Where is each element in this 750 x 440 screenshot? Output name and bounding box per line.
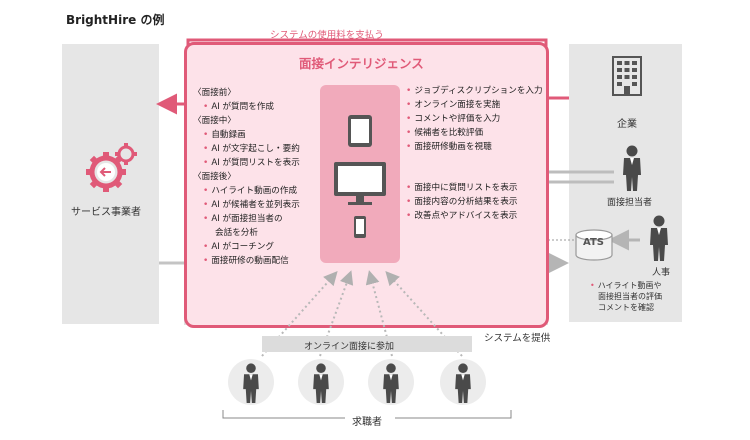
bullet-icon: •: [203, 144, 209, 154]
provide-label: システムを提供: [484, 333, 551, 344]
pay-label: システムの使用料を支払う: [270, 30, 384, 41]
left-list-row: 〈面接後〉: [193, 170, 300, 184]
device-icons: [334, 115, 386, 238]
left-list-row: •ハイライト動画の作成: [193, 184, 300, 198]
tablet-icon: [348, 115, 372, 147]
feature-text: AI が面接担当者の: [211, 214, 283, 224]
hr-note-line-2: 面接担当者の評価: [598, 292, 662, 301]
feature-text: AI が文字起こし・要約: [211, 144, 300, 154]
feature-text: コメントや評価を入力: [414, 114, 501, 124]
hr-note-line-1: ハイライト動画や: [597, 281, 662, 290]
hr-person-icon: [650, 215, 668, 261]
phone-icon: [354, 216, 366, 238]
gears-icon: [86, 143, 137, 192]
feature-text: オンライン面接を実施: [414, 100, 501, 110]
interviewer-label: 面接担当者: [607, 198, 653, 208]
right-list-row: •面接中に質問リストを表示: [406, 181, 517, 195]
phase-heading: 〈面接中〉: [193, 116, 236, 126]
ats-database-icon: [575, 229, 613, 261]
bullet-icon: •: [203, 130, 209, 140]
candidate-person-icon-1: [243, 363, 259, 403]
feature-text: 候補者を比較評価: [414, 128, 484, 138]
bullet-icon: •: [406, 128, 412, 138]
hr-note: •ハイライト動画や 面接担当者の評価 コメントを確認: [590, 281, 662, 312]
bullet-icon: •: [203, 186, 209, 196]
feature-text: 面接中に質問リストを表示: [414, 183, 518, 193]
bullet-icon: •: [203, 242, 209, 252]
feature-text: AI が質問リストを表示: [211, 158, 300, 168]
building-icon: [612, 56, 642, 96]
bullet-icon: •: [406, 142, 412, 152]
feature-text: AI が質問を作成: [211, 102, 275, 112]
feature-text: 改善点やアドバイスを表示: [414, 211, 518, 221]
bullet-icon: •: [203, 102, 209, 112]
left-list-row: •AI が面接担当者の: [193, 212, 300, 226]
candidate-person-icon-4: [455, 363, 471, 403]
right-list-row: •面接研修動画を視聴: [406, 140, 543, 154]
right-list-row: •候補者を比較評価: [406, 126, 543, 140]
right-list-row: •コメントや評価を入力: [406, 112, 543, 126]
left-list-row: •AI が質問リストを表示: [193, 156, 300, 170]
bullet-icon: •: [203, 158, 209, 168]
left-list-row: •AI が候補者を並列表示: [193, 198, 300, 212]
hr-note-line-3: コメントを確認: [598, 303, 654, 312]
phase-heading: 〈面接後〉: [193, 172, 236, 182]
company-label: 企業: [617, 119, 637, 130]
bullet-icon: •: [406, 197, 412, 207]
monitor-icon: [334, 162, 386, 205]
bullet-icon: •: [203, 200, 209, 210]
feature-text: ハイライト動画の作成: [211, 186, 298, 196]
online-interview-bar: [262, 336, 472, 352]
right-feature-list-top: •ジョブディスクリプションを入力•オンライン面接を実施•コメントや評価を入力•候…: [406, 84, 543, 154]
left-list-row: 〈面接中〉: [193, 114, 300, 128]
feature-text: 面接研修動画を視聴: [414, 142, 492, 152]
feature-text: ジョブディスクリプションを入力: [414, 86, 543, 96]
bullet-icon: •: [406, 183, 412, 193]
candidates-label: 求職者: [352, 417, 382, 428]
feature-text: 会話を分析: [215, 228, 258, 238]
bullet-icon: •: [406, 100, 412, 110]
left-list-row: 〈面接前〉: [193, 86, 300, 100]
left-list-row: •AI がコーチング: [193, 240, 300, 254]
feature-text: AI が候補者を並列表示: [211, 200, 300, 210]
left-list-row: •AI が質問を作成: [193, 100, 300, 114]
system-title: 面接インテリジェンス: [299, 56, 424, 71]
feature-text: 面接内容の分析結果を表示: [414, 197, 518, 207]
bullet-icon: •: [203, 256, 209, 266]
bullet-icon: •: [203, 214, 209, 224]
candidate-person-icon-3: [383, 363, 399, 403]
page-title: BrightHire の例: [66, 13, 165, 27]
right-feature-list-bottom: •面接中に質問リストを表示•面接内容の分析結果を表示•改善点やアドバイスを表示: [406, 181, 517, 223]
bullet-icon: •: [406, 114, 412, 124]
right-list-row: •改善点やアドバイスを表示: [406, 209, 517, 223]
ats-label: ATS: [583, 237, 604, 248]
hr-label: 人事: [652, 268, 671, 278]
candidates-label-bg: [345, 412, 395, 426]
feature-text: AI がコーチング: [211, 242, 275, 252]
feature-text: 自動録画: [211, 130, 246, 140]
left-list-row: •面接研修の動画配信: [193, 254, 300, 268]
right-list-row: •ジョブディスクリプションを入力: [406, 84, 543, 98]
bullet-icon: •: [406, 211, 412, 221]
interviewer-person-icon: [623, 145, 641, 191]
provider-label: サービス事業者: [71, 207, 141, 218]
left-list-row: •自動録画: [193, 128, 300, 142]
feature-text: 面接研修の動画配信: [211, 256, 289, 266]
right-list-row: •面接内容の分析結果を表示: [406, 195, 517, 209]
bullet-icon: •: [406, 86, 412, 96]
right-list-row: •オンライン面接を実施: [406, 98, 543, 112]
left-feature-list: 〈面接前〉•AI が質問を作成〈面接中〉•自動録画•AI が文字起こし・要約•A…: [193, 86, 300, 268]
phase-heading: 〈面接前〉: [193, 88, 236, 98]
candidate-person-icon-2: [313, 363, 329, 403]
pay-arrow: [156, 38, 569, 115]
left-list-row: 会話を分析: [193, 226, 300, 240]
left-list-row: •AI が文字起こし・要約: [193, 142, 300, 156]
online-interview-label: オンライン面接に参加: [304, 342, 395, 352]
